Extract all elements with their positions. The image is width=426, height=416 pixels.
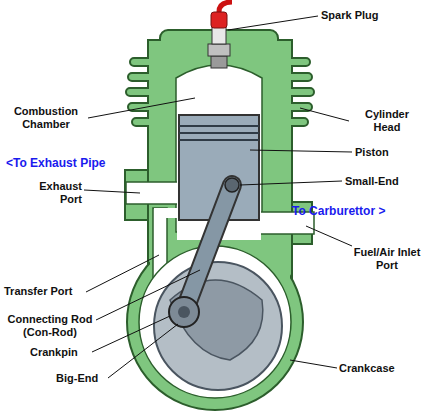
part-label: Crankcase [339, 362, 419, 375]
part-label: Cylinder Head [352, 108, 422, 134]
part-label: <To Exhaust Pipe [6, 157, 124, 170]
part-label: To Carburettor > [292, 205, 420, 218]
part-label: Connecting Rod (Con-Rod) [2, 313, 98, 339]
part-label: Combustion Chamber [4, 105, 88, 131]
part-label: Small-End [345, 175, 421, 188]
part-label: Crankpin [30, 346, 94, 359]
part-label: Piston [355, 146, 415, 159]
part-label: Spark Plug [321, 9, 411, 22]
part-label: Transfer Port [4, 285, 88, 298]
part-label: Exhaust Port [28, 180, 82, 206]
part-label: Fuel/Air Inlet Port [352, 246, 422, 272]
part-label: Big-End [56, 372, 112, 385]
